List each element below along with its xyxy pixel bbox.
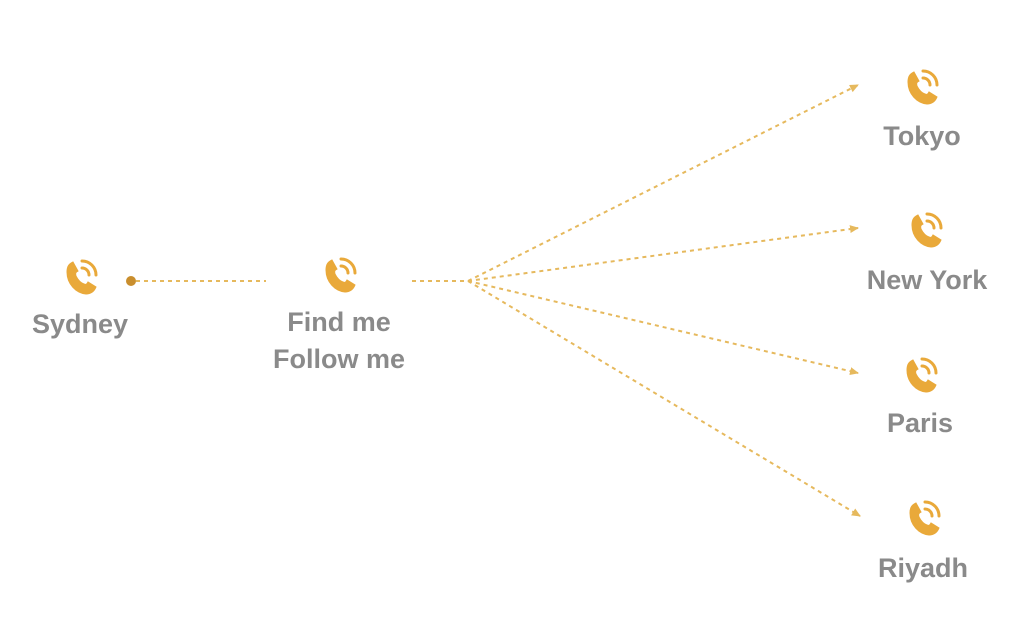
node-label-line1: Find me	[287, 307, 391, 337]
phone-icon	[65, 259, 98, 296]
arrow-to-paris	[467, 280, 859, 376]
source-connector	[126, 276, 266, 286]
phone-icon	[910, 212, 943, 249]
node-label: Riyadh	[878, 553, 968, 583]
phone-icon	[908, 500, 941, 537]
arrow-to-riyadh	[467, 280, 861, 517]
phone-icon	[324, 257, 357, 294]
node-label-line2: Follow me	[273, 344, 405, 374]
phone-icon	[906, 69, 939, 106]
node-sydney: Sydney	[32, 259, 128, 339]
connector-start-dot	[126, 276, 136, 286]
arrow-to-new-york	[467, 225, 859, 282]
node-riyadh: Riyadh	[878, 500, 968, 583]
node-label: Paris	[887, 408, 953, 438]
node-paris: Paris	[887, 357, 953, 438]
node-tokyo: Tokyo	[883, 69, 961, 151]
fanout-arrows	[467, 84, 861, 517]
node-find-me-follow-me: Find me Follow me	[273, 257, 405, 374]
node-new-york: New York	[867, 212, 989, 295]
phone-icon	[905, 357, 938, 394]
node-label: Tokyo	[883, 121, 961, 151]
arrow-to-tokyo	[467, 84, 859, 282]
node-label: New York	[867, 265, 989, 295]
node-label: Sydney	[32, 309, 128, 339]
